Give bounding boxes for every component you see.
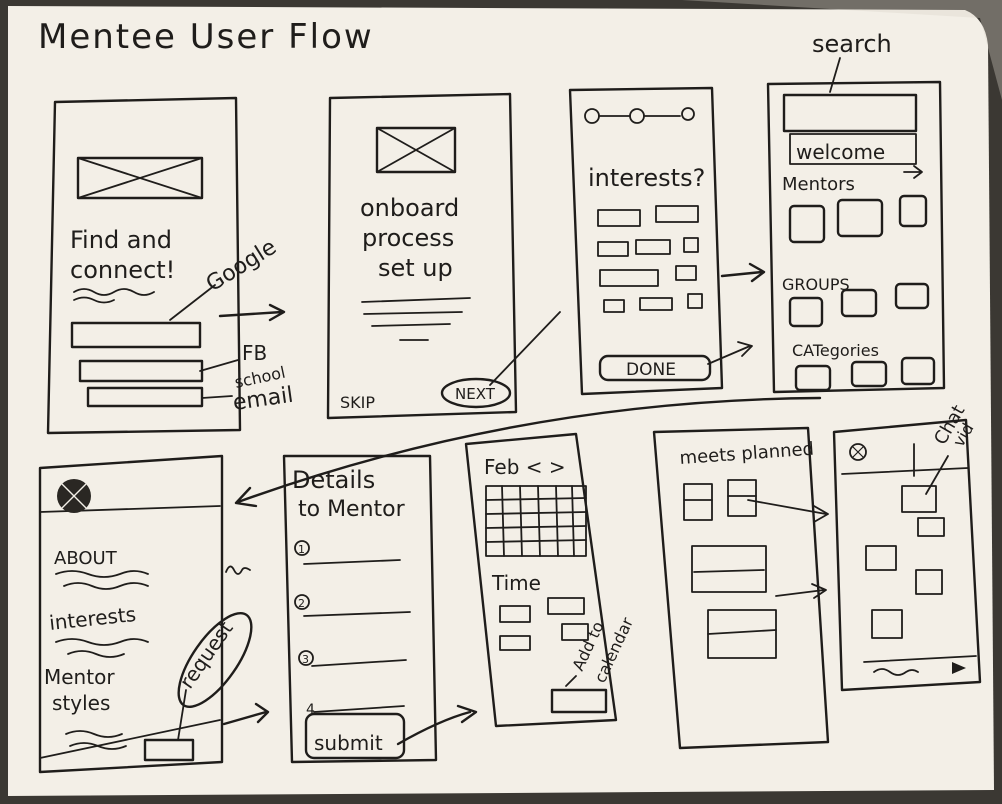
- meeting-card[interactable]: [691, 545, 767, 593]
- details-title-line1: Details: [292, 466, 375, 494]
- message-bubble: [901, 485, 937, 513]
- time-slot[interactable]: [499, 635, 531, 651]
- group-card[interactable]: [788, 296, 824, 328]
- welcome-text: welcome: [796, 140, 885, 164]
- time-slot[interactable]: [547, 597, 585, 615]
- groups-heading: GROUPS: [782, 275, 850, 294]
- interest-chips[interactable]: [597, 205, 703, 313]
- chat-avatar: [849, 443, 867, 461]
- group-card[interactable]: [894, 282, 930, 310]
- categories-heading: CATegories: [792, 341, 879, 360]
- skip-link[interactable]: SKIP: [340, 393, 375, 412]
- details-title-line2: to Mentor: [298, 497, 406, 522]
- interests-question: interests?: [588, 164, 705, 192]
- screen-3-interests: interests? DONE: [568, 86, 753, 396]
- field-number: 3: [302, 653, 309, 666]
- welcome-banner: [789, 133, 917, 165]
- message-bubble: [917, 517, 945, 537]
- group-card[interactable]: [840, 288, 878, 318]
- flow-arrow: [236, 396, 822, 504]
- send-icon[interactable]: [952, 662, 966, 674]
- message-bubble: [865, 545, 897, 571]
- answer-field[interactable]: [303, 559, 401, 565]
- field-number: 1: [298, 543, 305, 556]
- onboard-line3: set up: [378, 254, 453, 282]
- onboard-image-placeholder: [375, 126, 457, 174]
- answer-field[interactable]: [303, 611, 411, 617]
- flow-arrow: [747, 499, 829, 523]
- message-bubble: [915, 569, 943, 595]
- mentor-card[interactable]: [788, 204, 826, 244]
- calendar-grid[interactable]: [485, 485, 587, 557]
- request-button[interactable]: [143, 738, 195, 762]
- screen-7-schedule: Feb < > Time Add to calendar: [464, 432, 637, 728]
- onboard-line2: process: [362, 224, 454, 252]
- search-input[interactable]: [782, 93, 918, 133]
- screen-5-mentor-profile: ABOUT interests Mentor styles request: [38, 454, 253, 774]
- field-number: 4: [306, 702, 315, 718]
- mentor-styles-line1: Mentor: [44, 665, 115, 689]
- flow-arrow: [775, 583, 827, 599]
- progress-stepper: [584, 107, 695, 124]
- flow-title: Mentee User Flow: [38, 17, 374, 57]
- next-button[interactable]: [440, 377, 512, 409]
- google-login-button[interactable]: [70, 321, 202, 349]
- flow-arrow: [396, 704, 478, 746]
- school-email-login-button[interactable]: [86, 386, 204, 408]
- category-card[interactable]: [850, 360, 888, 388]
- screen-6-details-form: Details to Mentor 1 2 3 4 submit: [282, 454, 438, 764]
- find-connect-line1: Find and: [70, 226, 172, 254]
- done-button[interactable]: [598, 354, 712, 382]
- next-label: NEXT: [455, 385, 496, 403]
- find-connect-line2: connect!: [70, 256, 175, 284]
- mentor-card[interactable]: [898, 194, 928, 228]
- category-card[interactable]: [900, 356, 936, 386]
- meeting-card[interactable]: [683, 483, 713, 521]
- flow-arrow: [222, 702, 270, 726]
- submit-button[interactable]: [304, 712, 406, 760]
- month-selector[interactable]: Feb < >: [484, 455, 566, 479]
- flow-arrow: [720, 262, 766, 283]
- submit-label: submit: [314, 731, 383, 755]
- message-bubble: [871, 609, 903, 639]
- flow-arrow: [234, 486, 258, 508]
- screen-2-onboarding: onboard process set up SKIP NEXT: [326, 92, 561, 420]
- onboard-line1: onboard: [360, 194, 459, 222]
- message-input[interactable]: [873, 668, 919, 676]
- time-heading: Time: [491, 571, 541, 595]
- about-heading: ABOUT: [54, 548, 118, 569]
- meeting-card[interactable]: [727, 479, 757, 517]
- scribble: [225, 565, 251, 575]
- time-slot[interactable]: [499, 605, 531, 623]
- add-to-calendar-button[interactable]: [550, 688, 608, 714]
- category-card[interactable]: [794, 364, 832, 392]
- fb-label: FB: [242, 341, 267, 365]
- flow-arrow: [218, 303, 286, 322]
- mentors-arrow-icon[interactable]: [903, 165, 923, 179]
- mentors-heading: Mentors: [782, 174, 855, 195]
- time-slot[interactable]: [561, 623, 589, 641]
- paper-sheet: [8, 6, 994, 796]
- mentor-card[interactable]: [836, 198, 884, 238]
- mentor-styles-line2: styles: [52, 691, 110, 715]
- done-label: DONE: [626, 360, 676, 380]
- search-label: search: [812, 30, 892, 58]
- hero-image-placeholder: [76, 156, 204, 200]
- answer-field[interactable]: [313, 705, 405, 713]
- answer-field[interactable]: [311, 659, 407, 667]
- field-number: 2: [298, 597, 305, 610]
- screen-4-home: search welcome Mentors GROUPS CATegories: [766, 30, 946, 394]
